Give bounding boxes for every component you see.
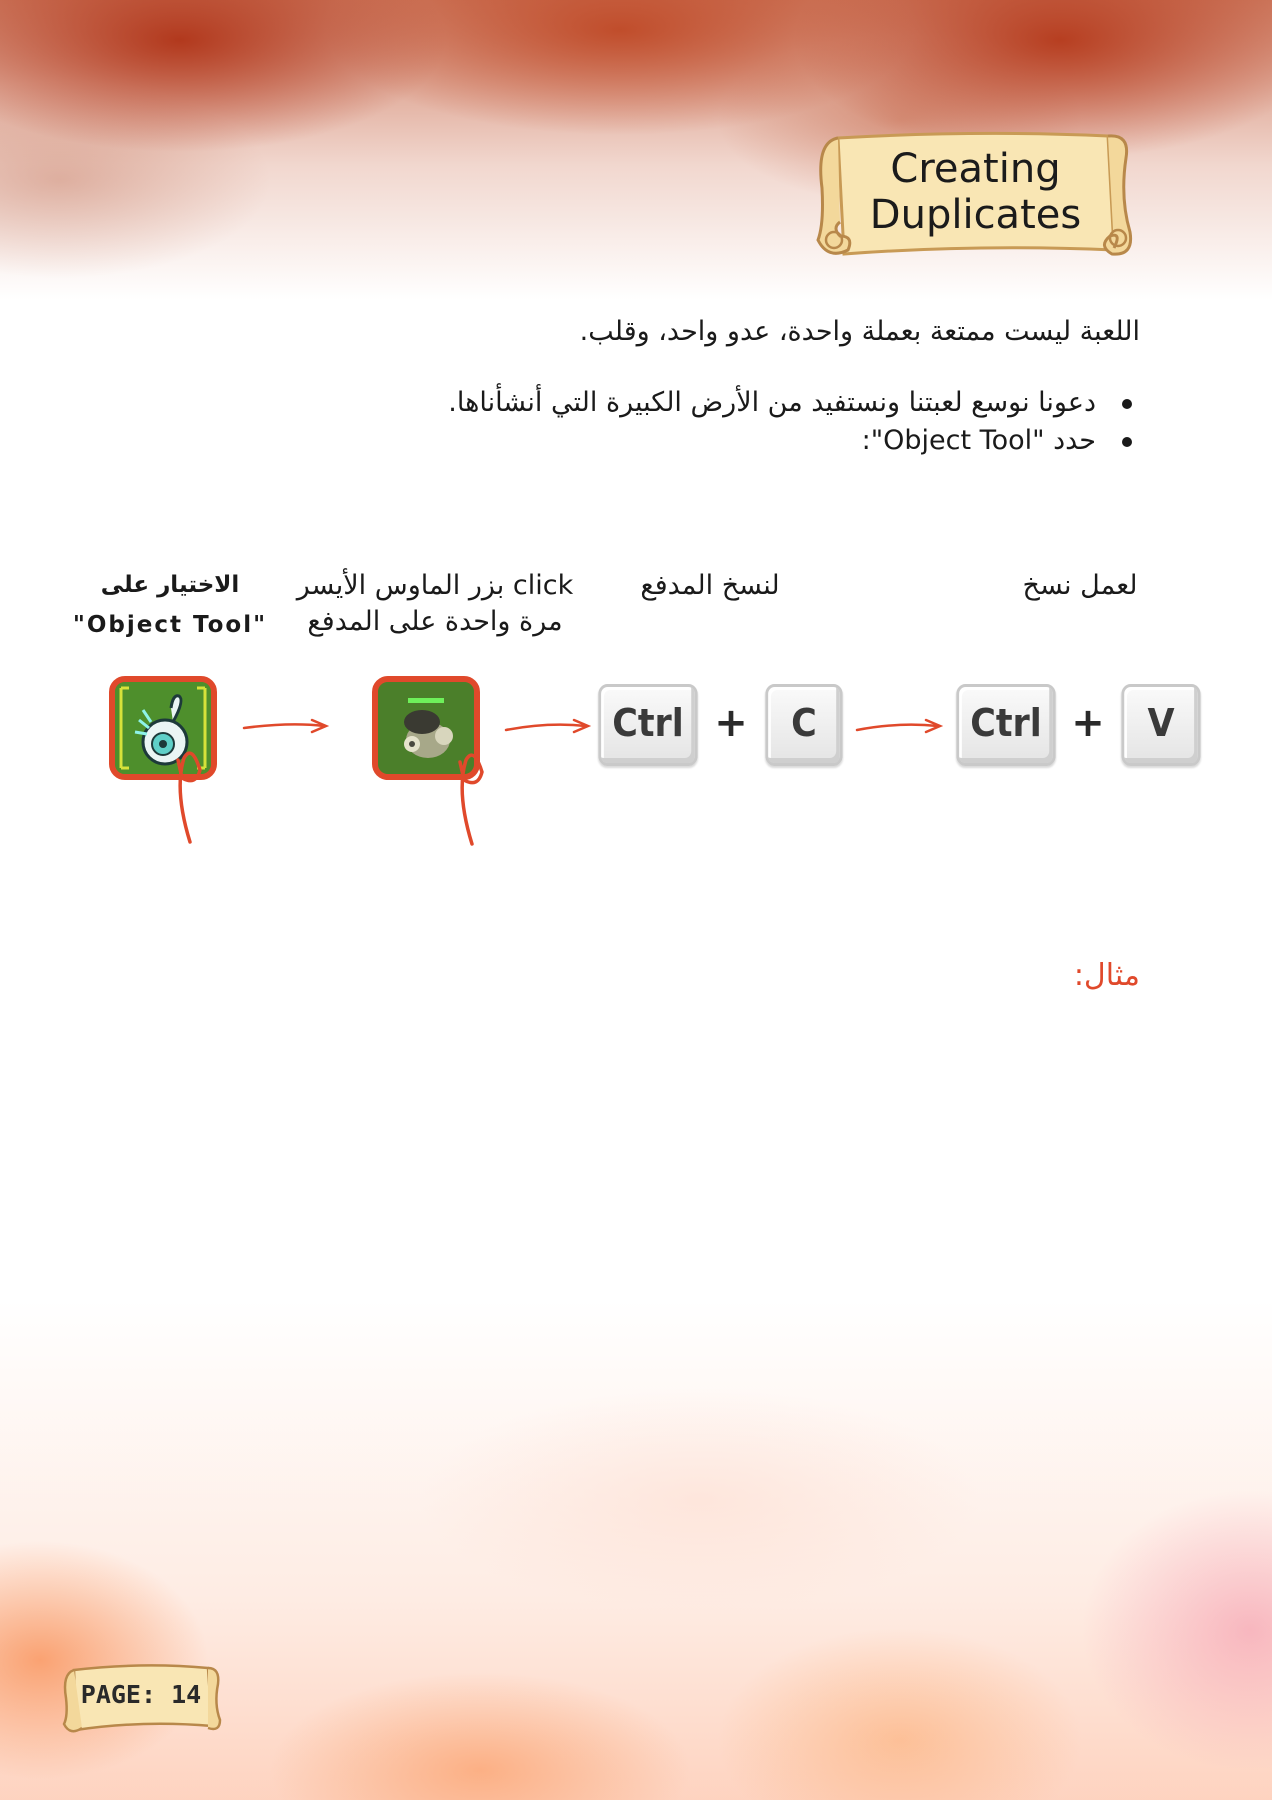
step-duplicate-label: لعمل نسخ <box>1022 570 1138 601</box>
page-number-badge: PAGE: 14 <box>58 1660 224 1736</box>
arrow-icon <box>242 723 326 730</box>
plus-sign: + <box>714 700 748 746</box>
step-arrows <box>176 718 944 846</box>
title-line-1: Creating <box>890 146 1061 192</box>
arrow-icon <box>572 718 592 734</box>
list-item: حدد "Object Tool": <box>240 422 1140 460</box>
arrow-icon <box>504 723 588 732</box>
title-scroll-banner: Creating Duplicates <box>808 128 1143 260</box>
arrow-icon <box>855 723 940 732</box>
list-item: دعونا نوسع لعبتنا ونستفيد من الأرض الكبي… <box>240 384 1140 422</box>
arrow-icon <box>176 751 202 844</box>
scroll-shape <box>816 131 1133 256</box>
scroll-badge-shape <box>62 1664 222 1733</box>
plus-sign: + <box>1071 700 1105 746</box>
intro-paragraph: اللعبة ليست ممتعة بعملة واحدة، عدو واحد،… <box>579 316 1140 347</box>
step-click-label: click بزر الماوس الأيسر مرة واحدة على ال… <box>296 570 574 637</box>
c-key: C <box>765 684 843 766</box>
ctrl-key: Ctrl <box>956 684 1056 766</box>
page-title: Creating Duplicates <box>848 146 1103 238</box>
instruction-list: دعونا نوسع لعبتنا ونستفيد من الأرض الكبي… <box>240 384 1140 460</box>
arrow-icon <box>310 718 330 734</box>
v-key: V <box>1121 684 1201 766</box>
cannon-object-button[interactable] <box>372 676 480 780</box>
step-select-label-line1: الاختيار على <box>100 572 240 598</box>
step-select-label-line2: "Object Tool" <box>72 612 268 638</box>
title-line-2: Duplicates <box>869 192 1082 238</box>
arrow-icon <box>458 753 484 846</box>
ctrl-key: Ctrl <box>598 684 698 766</box>
step-copy-label: لنسخ المدفع <box>640 570 780 601</box>
step-select-label: الاختيار على "Object Tool" <box>70 565 270 645</box>
example-label: مثال: <box>1073 958 1140 993</box>
arrow-icon <box>924 718 944 734</box>
page-number: PAGE: 14 <box>80 1680 202 1709</box>
cannon-icon <box>378 682 474 774</box>
